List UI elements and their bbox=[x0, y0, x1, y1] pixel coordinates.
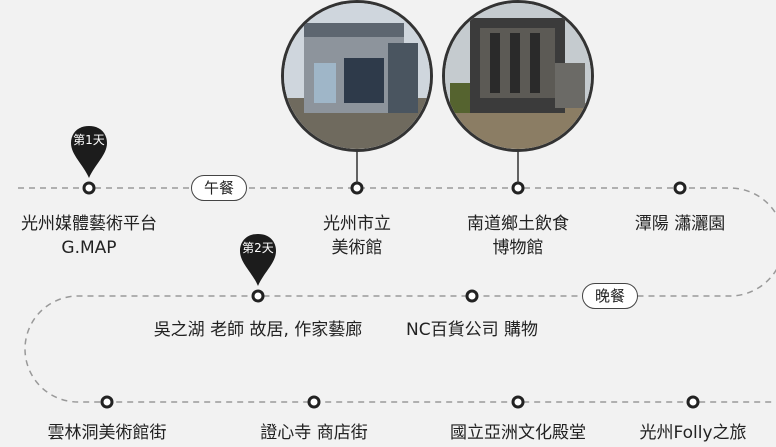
day1-label: 第1天 bbox=[73, 133, 105, 147]
route-node bbox=[350, 181, 364, 195]
lunch-badge: 午餐 bbox=[190, 175, 248, 201]
route-node bbox=[465, 289, 479, 303]
map-pin-icon bbox=[71, 126, 107, 178]
route-node bbox=[82, 181, 96, 195]
stop-acc: 國立亞洲文化殿堂 bbox=[450, 423, 586, 443]
route-node bbox=[251, 289, 265, 303]
route-node bbox=[511, 181, 525, 195]
route-node bbox=[673, 181, 687, 195]
stop-oh-jiho-house: 吳之湖 老師 故居, 作家藝廊 bbox=[153, 320, 363, 340]
day2-pin: 第2天 bbox=[236, 232, 280, 288]
stop-unnim-dong: 雲林洞美術館街 bbox=[47, 423, 167, 443]
dinner-badge: 晚餐 bbox=[581, 283, 639, 309]
stop-jeungsimsa: 證心寺 商店街 bbox=[260, 423, 368, 443]
route-node bbox=[100, 395, 114, 409]
stop-gmap: 光州媒體藝術平台 G.MAP bbox=[21, 214, 157, 258]
day1-pin: 第1天 bbox=[67, 124, 111, 180]
stop-nc-department: NC百貨公司 購物 bbox=[406, 320, 538, 340]
art-museum-photo bbox=[281, 0, 433, 152]
map-pin-icon bbox=[240, 234, 276, 286]
food-museum-photo bbox=[442, 0, 594, 152]
stop-folly: 光州Folly之旅 bbox=[639, 423, 747, 443]
stop-soswaewon: 潭陽 瀟灑園 bbox=[634, 214, 726, 234]
stop-food-museum: 南道鄉土飲食 博物館 bbox=[467, 214, 569, 258]
route-node bbox=[307, 395, 321, 409]
route-node bbox=[686, 395, 700, 409]
stop-art-museum: 光州市立 美術館 bbox=[323, 214, 391, 258]
route-node bbox=[511, 395, 525, 409]
day2-label: 第2天 bbox=[242, 241, 274, 255]
